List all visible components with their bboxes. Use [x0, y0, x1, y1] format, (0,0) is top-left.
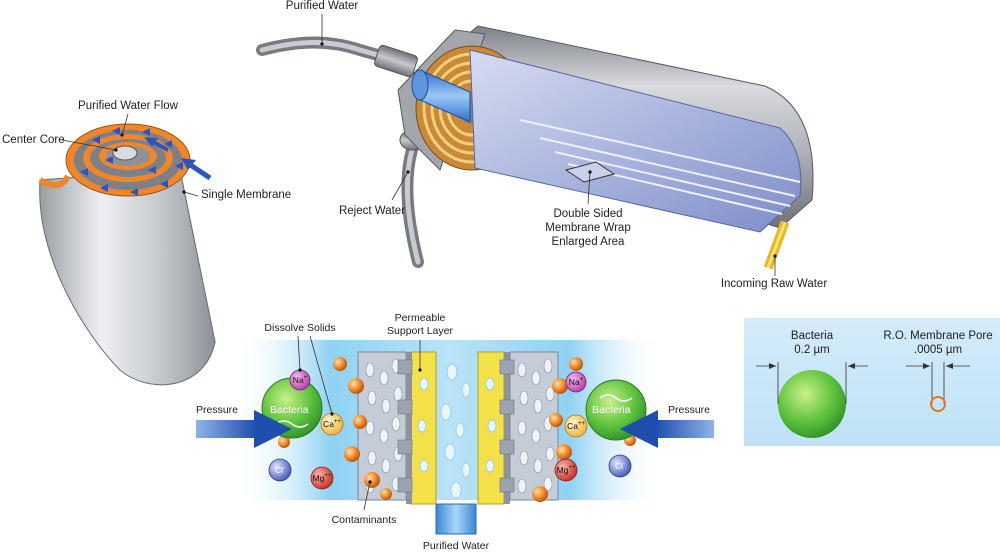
wrap-label-line1: Double Sided — [553, 208, 623, 220]
comparison-pore-label: R.O. Membrane Pore — [883, 330, 993, 342]
size-comparison-panel — [744, 318, 1000, 446]
cross-section-purified-label: Purified Water — [422, 540, 490, 552]
ro-cartridge-illustration — [256, 14, 814, 276]
mg-ion-left: Mg++ — [312, 473, 332, 483]
incoming-raw-water-label: Incoming Raw Water — [720, 278, 828, 290]
comparison-bacteria-size: 0.2 µm — [794, 344, 830, 356]
pressure-left-label: Pressure — [196, 404, 239, 416]
comparison-bacteria-label: Bacteria — [790, 330, 834, 342]
pressure-right-label: Pressure — [668, 404, 711, 416]
na-ion-right: Na+ — [568, 377, 584, 387]
center-core-label: Center Core — [2, 134, 65, 146]
bacteria-right-label: Bacteria — [592, 404, 631, 416]
wrap-label-line2: Membrane Wrap — [545, 222, 631, 234]
membrane-cross-section — [196, 335, 714, 535]
spiral-membrane-illustration — [38, 113, 216, 386]
na-ion-left: Na+ — [292, 375, 308, 385]
cl-ion-left: Cl- — [274, 465, 286, 475]
comparison-pore-size: .0005 µm — [913, 344, 963, 356]
contaminants-label: Contaminants — [331, 514, 397, 526]
reject-water-label: Reject Water — [338, 205, 406, 217]
bacteria-left-label: Bacteria — [270, 404, 309, 416]
pressure-arrow-right — [620, 410, 714, 448]
pressure-arrow-left — [196, 410, 292, 448]
support-layer-label-line2: Support Layer — [387, 325, 453, 337]
ca-ion-right: Ca++ — [567, 421, 585, 431]
wrap-label-line3: Enlarged Area — [551, 236, 625, 248]
ca-ion-left: Ca++ — [323, 419, 341, 429]
cl-ion-right: Cl- — [614, 461, 626, 471]
spiral-flow-label: Purified Water Flow — [78, 100, 178, 112]
support-layer-label-line1: Permeable — [394, 312, 446, 324]
single-membrane-label: Single Membrane — [201, 189, 292, 201]
mg-ion-right: Mg++ — [556, 465, 576, 475]
dissolve-solids-label: Dissolve Solids — [264, 322, 336, 334]
cartridge-purified-label: Purified Water — [285, 0, 359, 12]
